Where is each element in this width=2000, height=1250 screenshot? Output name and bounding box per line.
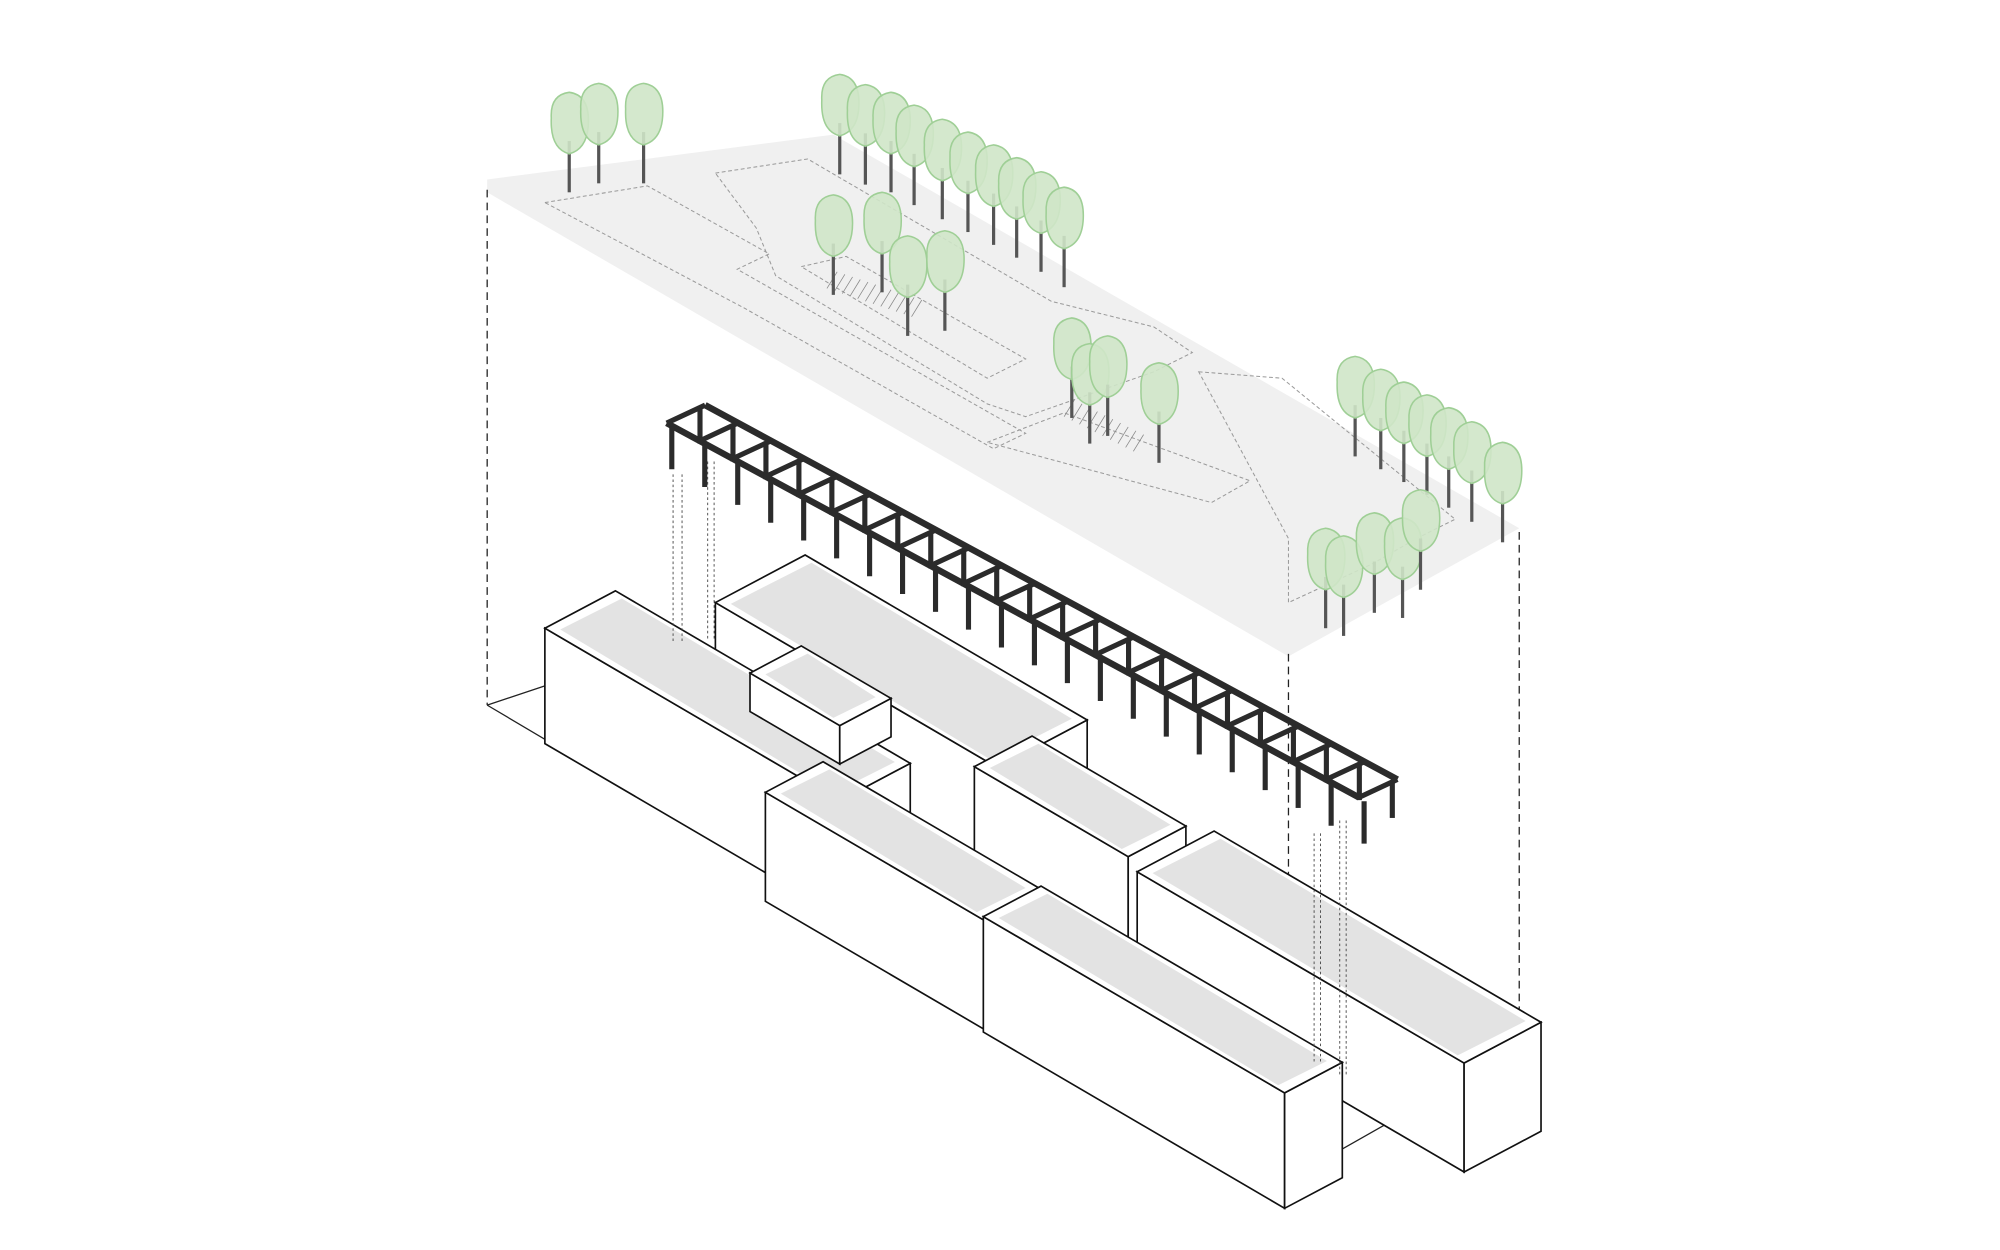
- pergola-crossbar: [929, 545, 970, 569]
- landscape-ground-plane-layer: [487, 134, 1520, 657]
- paving-hatch: [841, 276, 853, 294]
- pergola-crossbar: [995, 581, 1036, 604]
- tree-crown-icon: [1045, 186, 1085, 250]
- tree-crown-icon: [1140, 362, 1179, 426]
- courtyard-outline-4: [1197, 371, 1457, 604]
- pergola-crossbar: [1028, 598, 1069, 622]
- paving-hatch: [1125, 430, 1137, 448]
- trees-layer: [550, 73, 1523, 636]
- building-south-roof-inset: [998, 893, 1327, 1086]
- paving-hatch: [1117, 426, 1129, 444]
- paving-hatch: [857, 281, 869, 299]
- paving-hatch: [1133, 434, 1144, 452]
- paving-hatch: [849, 279, 861, 297]
- paving-hatch: [1094, 415, 1106, 433]
- courtyard-outline-0: [543, 185, 1027, 450]
- pergola-crossbar: [1324, 759, 1366, 782]
- pergola-beam: [665, 420, 1361, 801]
- pergola-crossbar: [1291, 741, 1333, 765]
- pergola-crossbar: [1258, 723, 1300, 747]
- pergola-crossbar: [1061, 616, 1102, 640]
- pergola-crossbar: [830, 491, 872, 515]
- pergola-crossbar: [863, 509, 905, 533]
- tree-crown-icon: [1088, 335, 1128, 399]
- building-masses: [543, 554, 1543, 1210]
- tree-crown-icon: [888, 235, 928, 299]
- pergola-crossbar: [764, 456, 806, 479]
- building-link-roof-inset: [765, 653, 876, 718]
- base-edge: [486, 685, 546, 706]
- tree-crown-icon: [1483, 441, 1523, 505]
- pergola-crossbar: [1160, 670, 1201, 693]
- paving-hatch: [865, 284, 876, 302]
- tree-crown-icon: [1401, 488, 1441, 553]
- paving-hatch: [911, 299, 923, 317]
- courtyard-outline-3: [985, 412, 1252, 504]
- building-center-roof-inset: [780, 769, 1026, 913]
- paving-hatch: [834, 274, 846, 292]
- tree-crown-icon: [579, 82, 619, 146]
- paving-hatch: [1071, 403, 1083, 421]
- pergola-crossbar: [1094, 634, 1135, 658]
- pergola-beam: [703, 402, 1399, 783]
- pergola-crossbar: [731, 438, 773, 462]
- tree-crown-icon: [814, 194, 854, 258]
- building-center-east-roof-inset: [989, 743, 1171, 849]
- paving-hatch: [880, 289, 892, 307]
- pergola-structure: [665, 402, 1399, 1077]
- pergola-crossbar: [1193, 688, 1234, 711]
- building-north-roof-inset: [730, 562, 1072, 760]
- paving-hatch: [1079, 407, 1091, 425]
- paving-hatch: [1109, 422, 1121, 440]
- tree-crown-icon: [926, 229, 965, 294]
- pergola-crossbar: [1357, 777, 1399, 800]
- tree-crown-icon: [624, 82, 664, 146]
- pergola-crossbar: [698, 420, 740, 444]
- tree-crown-icon: [863, 191, 903, 255]
- paving-hatch: [888, 292, 900, 310]
- building-east-roof-inset: [1152, 838, 1526, 1056]
- pergola-crossbar: [1226, 705, 1267, 729]
- pergola-crossbar: [797, 474, 839, 497]
- pergola-crossbar: [665, 402, 707, 426]
- courtyard-outline-2: [799, 255, 1027, 379]
- pergola-crossbar: [896, 527, 937, 551]
- pergola-crossbar: [1127, 652, 1168, 675]
- paving-hatch: [895, 294, 907, 312]
- pergola-crossbar: [962, 563, 1003, 586]
